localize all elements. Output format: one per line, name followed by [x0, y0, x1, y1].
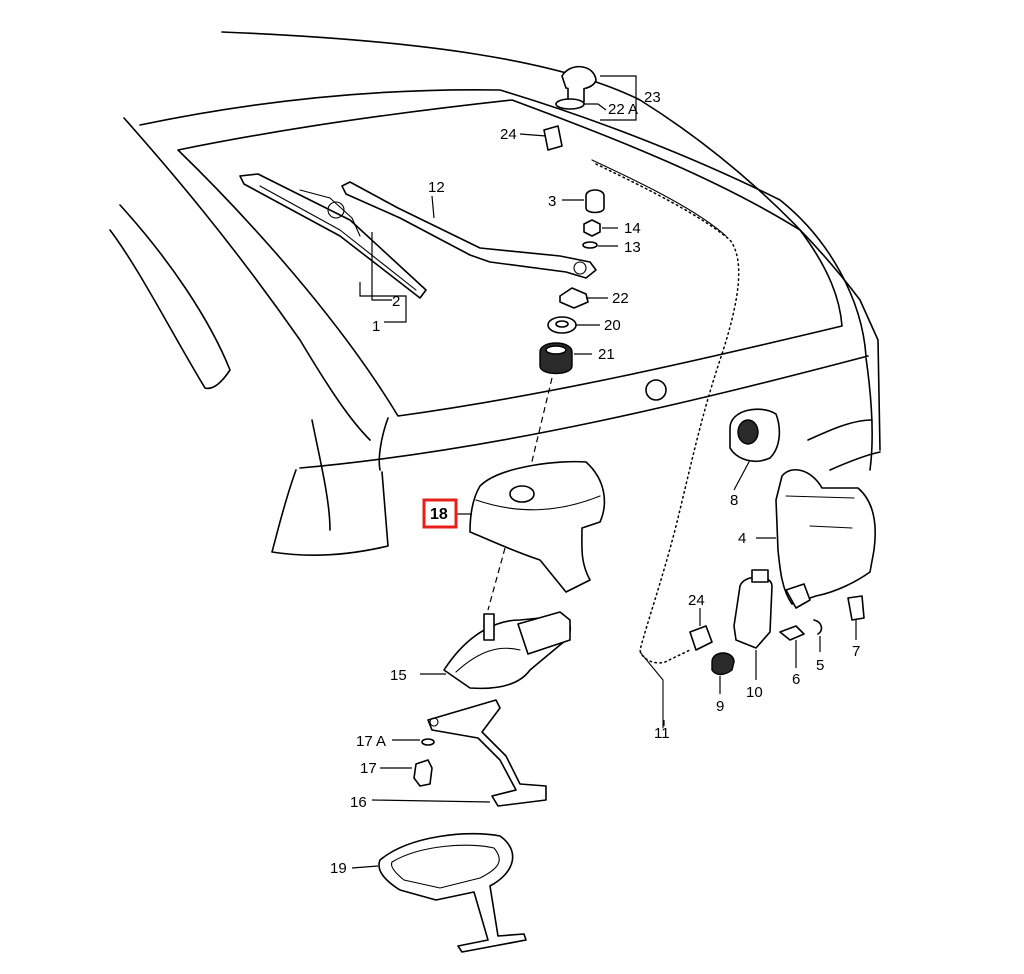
grommet-9 — [711, 652, 735, 676]
highlight-box — [422, 498, 458, 529]
callout-6: 6 — [792, 671, 800, 688]
callout-17: 17 — [360, 760, 377, 777]
washer-20 — [547, 316, 577, 334]
callout-24-bottom: 24 — [688, 592, 705, 609]
callout-18: 18 — [430, 506, 448, 523]
callout-15: 15 — [390, 667, 407, 684]
callout-9: 9 — [716, 698, 724, 715]
bolt-17 — [413, 759, 433, 787]
callout-17a: 17 A — [356, 733, 386, 750]
nut-22 — [559, 287, 589, 309]
callout-13: 13 — [624, 239, 641, 256]
callout-5: 5 — [816, 657, 824, 674]
callout-4: 4 — [738, 530, 746, 547]
callout-8: 8 — [730, 492, 738, 509]
gasket — [378, 832, 527, 953]
washer-pump — [733, 569, 773, 649]
callout-3: 3 — [548, 193, 556, 210]
leader-lines — [351, 75, 857, 869]
clip-5 — [813, 619, 823, 635]
callout-22a: 22 A — [608, 101, 638, 118]
hose-connector-24-bottom — [689, 625, 713, 651]
callout-18-highlight[interactable]: 18 — [422, 498, 458, 529]
clip-17a — [421, 738, 435, 746]
washer-reservoir — [775, 468, 877, 609]
callout-7: 7 — [852, 643, 860, 660]
hose-connector-24-top — [543, 125, 563, 151]
callout-21: 21 — [598, 346, 615, 363]
bracket-7 — [847, 595, 865, 621]
callout-23: 23 — [644, 89, 661, 106]
callout-14: 14 — [624, 220, 641, 237]
grommet-21 — [539, 342, 573, 375]
hex-nut-14 — [583, 219, 601, 237]
callout-labels: 23 22 A 24 12 3 14 13 2 22 1 20 21 8 4 2… — [330, 89, 860, 877]
filler-neck — [729, 408, 781, 463]
callout-16: 16 — [350, 794, 367, 811]
washer-hose — [591, 159, 740, 729]
screw-6 — [779, 625, 805, 641]
callout-20: 20 — [604, 317, 621, 334]
callout-2: 2 — [392, 293, 400, 310]
wiper-arm — [341, 181, 597, 279]
washer-13 — [582, 241, 598, 249]
callout-12: 12 — [428, 179, 445, 196]
vehicle-body-outline — [109, 31, 881, 556]
spindle-cap — [585, 189, 605, 214]
callout-22: 22 — [612, 290, 629, 307]
callout-11: 11 — [654, 725, 670, 742]
wiper-motor-cover — [469, 460, 606, 593]
wiper-blade — [239, 173, 427, 299]
callout-19: 19 — [330, 860, 347, 877]
wiper-motor — [443, 611, 572, 690]
callout-1: 1 — [372, 318, 380, 335]
callout-24-top: 24 — [500, 126, 517, 143]
callout-10: 10 — [746, 684, 763, 701]
mounting-bracket — [427, 699, 547, 807]
washer-jet — [555, 65, 597, 110]
